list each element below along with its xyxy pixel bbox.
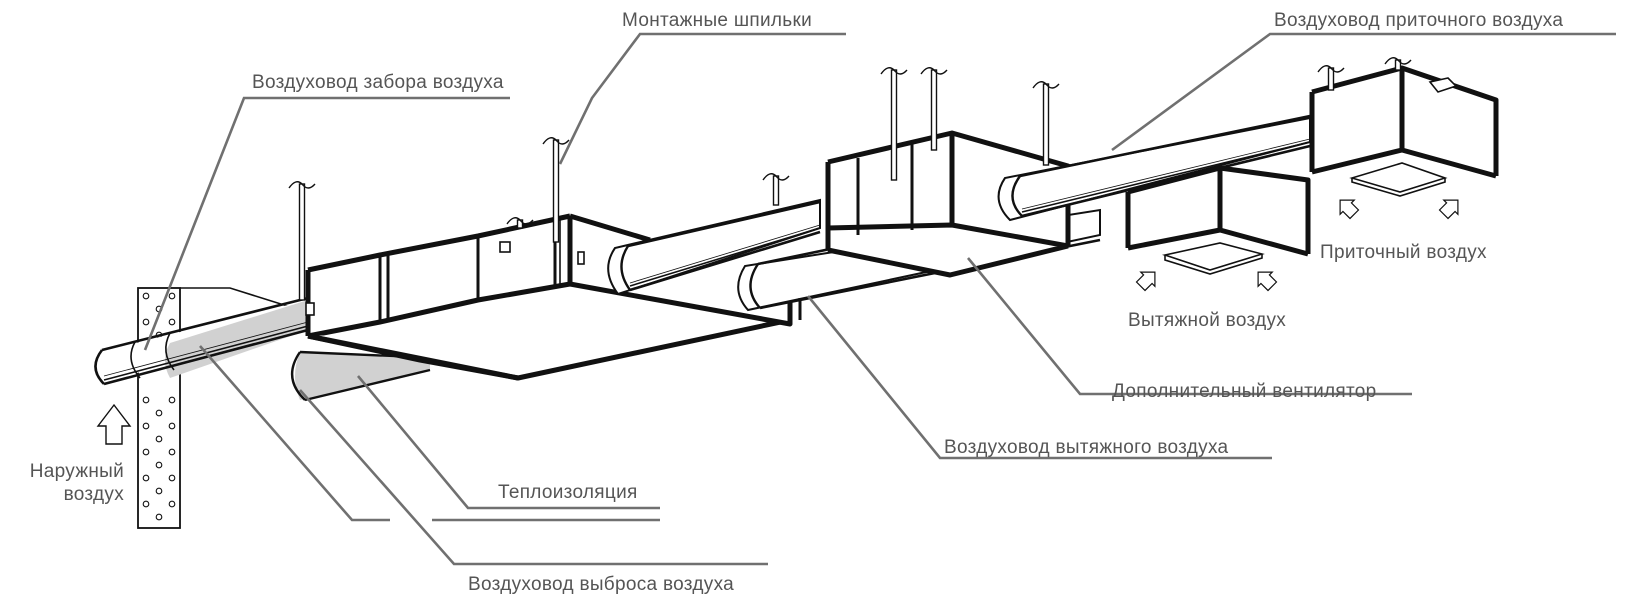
wall-hole bbox=[168, 448, 176, 456]
diffuser-arrow-icon bbox=[1257, 271, 1278, 292]
label-intake-duct: Воздуховод забора воздуха bbox=[252, 72, 504, 93]
mounting-stud bbox=[1042, 83, 1050, 166]
wall-hole bbox=[155, 461, 163, 469]
mounting-stud bbox=[772, 175, 780, 206]
label-supply-air: Приточный воздух bbox=[1320, 242, 1487, 263]
label-discharge-duct: Воздуховод выброса воздуха bbox=[468, 574, 734, 595]
leader-wall-duct-1 bbox=[199, 345, 390, 522]
mounting-stud bbox=[890, 69, 898, 181]
wall-hole bbox=[155, 513, 163, 521]
leader-intake-duct bbox=[143, 96, 510, 351]
stud-break-mark bbox=[288, 181, 316, 189]
wall-hole bbox=[142, 474, 150, 482]
stud-break-mark bbox=[1032, 81, 1060, 89]
intake-duct bbox=[94, 296, 309, 386]
mounting-stud bbox=[298, 183, 306, 301]
leader-lines bbox=[143, 32, 1616, 566]
mounting-stud bbox=[1327, 67, 1335, 91]
main-unit bbox=[305, 213, 793, 381]
diffuser-arrow-icon bbox=[1428, 77, 1458, 93]
wall-hole bbox=[142, 396, 150, 404]
wall-hole bbox=[155, 409, 163, 417]
label-extra-fan: Дополнительный вентилятор bbox=[1112, 381, 1376, 402]
wall-hole bbox=[168, 396, 176, 404]
leader-extract-duct bbox=[806, 295, 1272, 460]
wall-hole bbox=[168, 292, 176, 300]
leader-discharge-duct bbox=[299, 389, 768, 566]
wall-hole bbox=[168, 500, 176, 508]
stud-break-mark bbox=[762, 173, 790, 181]
arrow-up-icon bbox=[96, 403, 132, 445]
label-insulation: Теплоизоляция bbox=[498, 482, 638, 503]
diffuser-arrow-icon bbox=[1135, 271, 1156, 292]
label-supply-duct: Воздуховод приточного воздуха bbox=[1274, 10, 1563, 31]
airflow-arrows bbox=[1135, 199, 1459, 292]
label-outside-air-2: воздух bbox=[64, 484, 125, 505]
wall-holes bbox=[142, 292, 176, 521]
wall-hole bbox=[155, 487, 163, 495]
stud-break-mark bbox=[542, 137, 570, 145]
label-outside-air-1: Наружный bbox=[30, 461, 124, 482]
wall-hole bbox=[168, 422, 176, 430]
diffuser-arrow-icon bbox=[1339, 199, 1360, 220]
stud-break-mark bbox=[880, 67, 908, 75]
stud-break-mark bbox=[920, 67, 948, 75]
mounting-stud bbox=[930, 69, 938, 151]
wall-hole bbox=[142, 500, 150, 508]
label-extract-duct: Воздуховод вытяжного воздуха bbox=[944, 437, 1229, 458]
stud-break-mark bbox=[1317, 65, 1345, 73]
discharge-duct bbox=[291, 350, 441, 402]
wall-hole bbox=[142, 292, 150, 300]
supply-diffuser-box bbox=[1309, 65, 1499, 197]
stud-break-mark bbox=[506, 217, 534, 225]
mounting-studs bbox=[288, 57, 1412, 301]
leader-extra-fan bbox=[966, 257, 1412, 396]
exhaust-diffuser-box bbox=[1125, 165, 1311, 275]
leader-insulation bbox=[357, 375, 660, 510]
mounting-stud bbox=[552, 139, 560, 243]
label-mounting-studs: Монтажные шпильки bbox=[622, 10, 812, 31]
labels: Монтажные шпильки Воздуховод забора возд… bbox=[30, 10, 1563, 595]
wall-hole bbox=[142, 318, 150, 326]
wall-hole bbox=[168, 474, 176, 482]
supply-duct-pipe bbox=[607, 198, 821, 296]
diffuser-arrow-icon bbox=[1438, 199, 1459, 220]
wall-hole bbox=[168, 318, 176, 326]
wall-hole bbox=[155, 435, 163, 443]
leader-supply-duct bbox=[1111, 32, 1616, 152]
stud-break-mark bbox=[1384, 57, 1412, 65]
label-exhaust-air: Вытяжной воздух bbox=[1128, 310, 1286, 331]
wall-hole bbox=[142, 422, 150, 430]
wall-hole bbox=[142, 448, 150, 456]
perforated-wall bbox=[137, 287, 301, 529]
leader-mounting-studs bbox=[558, 32, 846, 165]
